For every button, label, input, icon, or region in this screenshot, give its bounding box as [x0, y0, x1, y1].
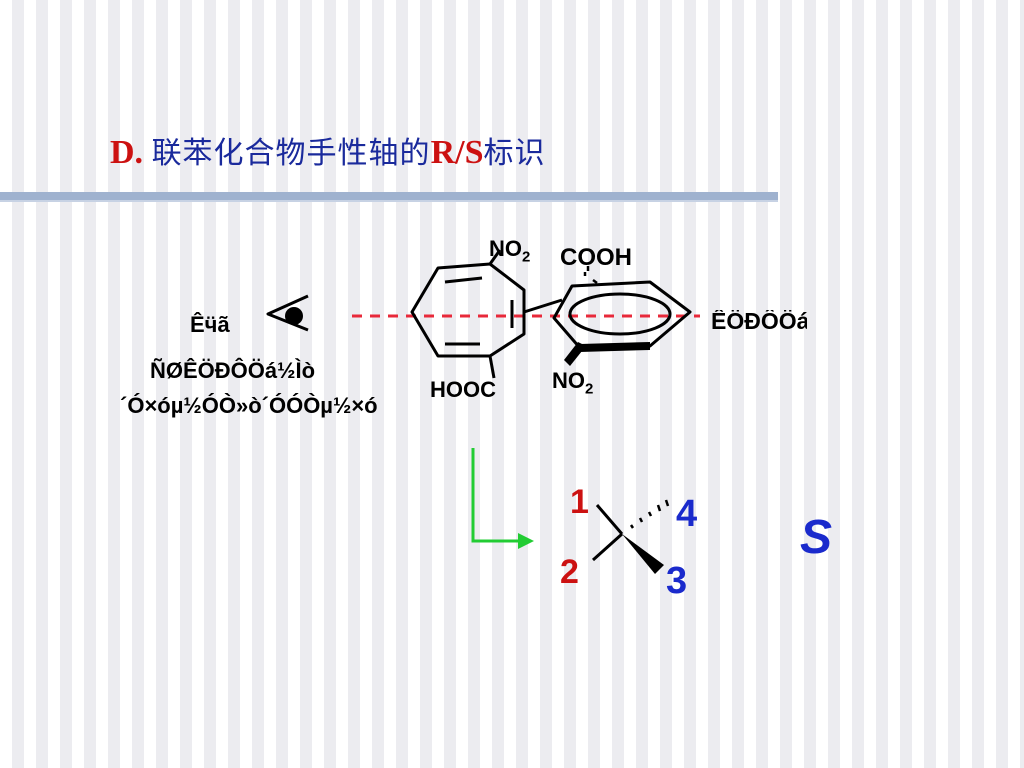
- priority-1: 1: [570, 483, 589, 521]
- viewpoint-label: Êӵã: [190, 312, 230, 337]
- view-note-line2: ´Ó×óµ½ÓÒ»ò´ÓÓÒµ½×ó: [120, 393, 378, 418]
- title-text: 联苯化合物手性轴的: [151, 136, 431, 171]
- left-hooc-bond: [488, 355, 496, 379]
- header-rule: [0, 192, 778, 201]
- projection-wedge-3: [622, 534, 664, 574]
- left-no2-bond: [488, 249, 502, 265]
- title-rs: R/S: [430, 134, 484, 171]
- no2-bottom-label: NO2: [552, 368, 594, 398]
- title-suffix: 标识: [483, 136, 546, 171]
- priority-4: 4: [676, 493, 698, 535]
- slide-title: D. 联苯化合物手性轴的R/S标识: [110, 136, 545, 170]
- title-prefix: D.: [110, 134, 144, 171]
- viewer-eye-icon: [266, 294, 309, 332]
- left-benzene-ring: [410, 262, 526, 358]
- header-rule-thin: [0, 200, 778, 202]
- view-note-line1: ÑØÊÖÐÔÖá½Ìò: [150, 358, 316, 383]
- priority-2: 2: [560, 553, 579, 591]
- chiral-axis-label: ÊÖÐÔÖá: [711, 310, 807, 333]
- projection-hash-4: [629, 499, 670, 529]
- no2-wedge-bond: [564, 342, 586, 366]
- priority-3: 3: [666, 560, 688, 602]
- right-ring-front-edge: [580, 342, 650, 352]
- projection-bond-2: [591, 532, 624, 562]
- projection-bond-1: [595, 504, 624, 535]
- cooh-hashed-bond: [583, 266, 598, 284]
- cooh-label: COOH: [560, 244, 632, 271]
- projection-arrow: [471, 448, 534, 549]
- no2-top-label: NO2: [489, 236, 531, 266]
- biaryl-bond: [523, 298, 563, 314]
- hooc-label: HOOC: [430, 377, 496, 402]
- configuration-label: S: [800, 511, 833, 564]
